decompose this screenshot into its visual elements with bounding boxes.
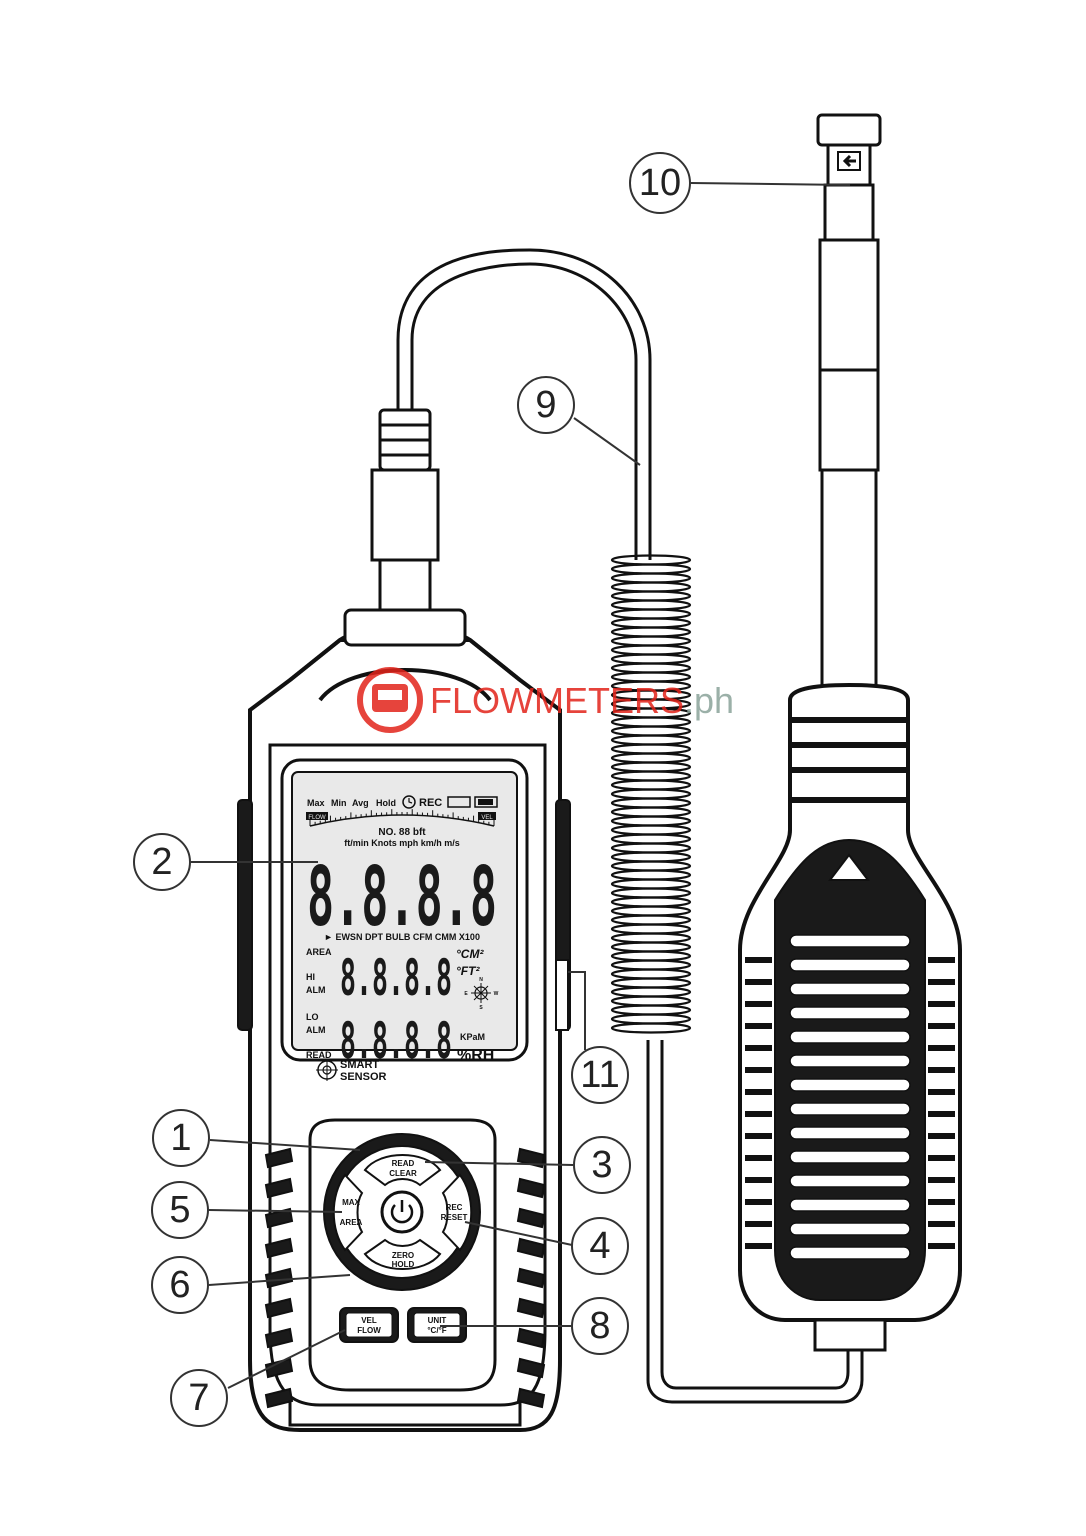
compass-s: S <box>479 1005 483 1011</box>
lcd-avg-label: Avg <box>352 798 369 808</box>
compass-w: W <box>494 991 499 997</box>
lcd-rec-label: REC <box>419 797 442 809</box>
lcd-vel-tag: VEL <box>481 815 493 821</box>
callout-3 <box>573 1136 631 1194</box>
airflow-direction-arrow-icon <box>842 154 856 168</box>
smart-sensor-logo: SMART SENSOR <box>316 1059 387 1083</box>
zero-hold-bottom: HOLD <box>392 1260 415 1269</box>
callout-11-label: 11 <box>580 1054 619 1096</box>
callout-7-label: 7 <box>188 1377 209 1419</box>
lcd-read-label: READ <box>306 1050 332 1060</box>
lcd-hold-label: Hold <box>376 798 396 808</box>
compass-n: N <box>479 977 483 983</box>
brand-line2: SENSOR <box>340 1071 387 1083</box>
flowmeters-watermark: FLOWMETERS.ph <box>357 667 734 733</box>
zero-hold-button[interactable]: ZERO HOLD <box>363 1238 442 1270</box>
callout-9 <box>517 376 575 434</box>
compass-icon: N E W S <box>464 977 498 1011</box>
keypad: READ CLEAR MAX AREA REC RESET ZERO HOLD <box>308 1118 497 1392</box>
read-clear-bottom: CLEAR <box>389 1169 417 1178</box>
rec-reset-bottom: RESET <box>441 1213 468 1222</box>
vel-flow-button[interactable]: VEL FLOW <box>339 1307 399 1343</box>
rec-reset-button[interactable]: REC RESET <box>441 1173 473 1252</box>
callout-3-label: 3 <box>591 1144 612 1186</box>
lcd-units-row: ft/min Knots mph km/h m/s <box>344 838 460 848</box>
lcd-ft2-unit: °FT² <box>456 964 480 978</box>
lcd-display: Max Min Avg Hold REC FLOW VEL NO. 88 bft… <box>280 758 529 1070</box>
zero-hold-top: ZERO <box>392 1251 414 1260</box>
lcd-kpam-unit: KPaM <box>460 1032 485 1042</box>
read-clear-top: READ <box>392 1159 415 1168</box>
lcd-main-digits: 8.8.8.8 <box>307 850 497 945</box>
lcd-lo-label: LO <box>306 1012 319 1022</box>
probe-cable-lower <box>646 1040 864 1404</box>
lcd-max-label: Max <box>307 798 325 808</box>
lcd-area-label: AREA <box>306 947 332 957</box>
vel-flow-bottom: FLOW <box>357 1326 381 1335</box>
lcd-mode-row: ► EWSN DPT BULB CFM CMM X100 <box>324 932 480 942</box>
battery-icon <box>474 796 498 808</box>
lcd-mid-digits: 8.8.8.8 <box>340 949 452 1007</box>
lcd-low-digits: 8.8.8.8 <box>340 1012 452 1070</box>
callout-6-label: 6 <box>169 1264 190 1306</box>
side-port <box>555 959 569 1031</box>
clock-icon <box>402 795 416 809</box>
probe-cable-lower-inner <box>660 1040 850 1390</box>
callout-6 <box>151 1256 209 1314</box>
usb-icon <box>447 796 471 808</box>
callout-8 <box>571 1297 629 1355</box>
callout-10-label: 10 <box>639 162 681 204</box>
lcd-alm-label-1: ALM <box>306 985 326 995</box>
callouts: 1 2 3 4 5 6 7 8 9 10 <box>133 152 851 1427</box>
max-area-bottom: AREA <box>340 1218 363 1227</box>
watermark-main: FLOWMETERS.ph <box>430 680 734 721</box>
power-icon <box>390 1204 414 1224</box>
callout-2 <box>133 833 191 891</box>
power-button[interactable] <box>380 1190 424 1234</box>
callout-5-label: 5 <box>169 1189 190 1231</box>
callout-9-label: 9 <box>535 384 556 426</box>
probe-cable-upper <box>396 248 652 560</box>
lcd-min-label: Min <box>331 798 347 808</box>
callout-1-label: 1 <box>170 1117 191 1159</box>
hot-wire-probe <box>738 113 962 1352</box>
lcd-alm-label-2: ALM <box>306 1025 326 1035</box>
callout-2-label: 2 <box>151 841 172 883</box>
callout-4-label: 4 <box>589 1225 610 1267</box>
read-clear-button[interactable]: READ CLEAR <box>363 1154 442 1187</box>
coiled-cable <box>610 554 692 1034</box>
lcd-no-bft: NO. 88 bft <box>378 827 426 838</box>
compass-e: E <box>464 991 468 997</box>
unit-bottom: °C/°F <box>427 1326 446 1335</box>
lcd-cm2-unit: °CM² <box>456 947 484 961</box>
callout-7 <box>170 1369 228 1427</box>
callout-11 <box>571 1046 629 1104</box>
lcd-flow-tag: FLOW <box>308 815 326 821</box>
callout-4 <box>571 1217 629 1275</box>
max-area-top: MAX <box>342 1198 360 1207</box>
probe-cable-upper-inner <box>410 262 638 560</box>
vel-flow-top: VEL <box>361 1316 377 1325</box>
flowmeters-logo-icon <box>357 667 423 733</box>
rec-reset-top: REC <box>446 1203 463 1212</box>
callout-5 <box>151 1181 209 1239</box>
brand-line1: SMART <box>340 1059 379 1071</box>
callout-1 <box>152 1109 210 1167</box>
max-area-button[interactable]: MAX AREA <box>332 1173 364 1252</box>
lcd-hi-label: HI <box>306 972 315 982</box>
lcd-rh-unit: %RH <box>457 1047 494 1064</box>
cable-connector <box>370 408 440 612</box>
unit-top: UNIT <box>428 1316 447 1325</box>
callout-10 <box>629 152 691 214</box>
callout-8-label: 8 <box>589 1305 610 1347</box>
